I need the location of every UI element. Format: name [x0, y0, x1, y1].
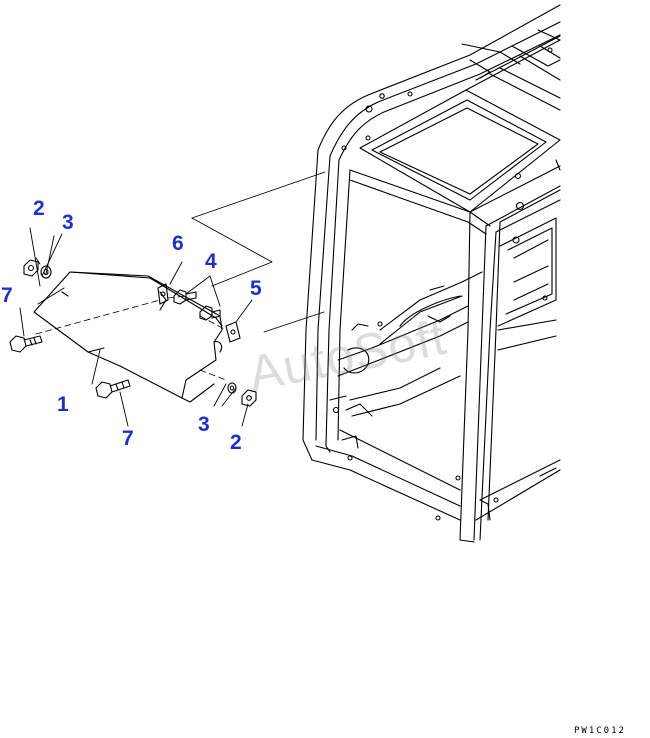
callout-3-upper: 3	[62, 211, 74, 234]
drawing-code: PW1C012	[574, 726, 626, 736]
callout-7-lower: 7	[122, 427, 134, 450]
frame-bolts	[334, 48, 553, 520]
leader-lines	[20, 172, 325, 426]
callout-4: 4	[205, 250, 217, 273]
washer-3-upper	[41, 266, 51, 278]
bolt-7-upper	[10, 336, 42, 352]
cover-panel	[34, 272, 222, 402]
callout-2-lower: 2	[230, 431, 242, 454]
nut-2-lower	[242, 390, 256, 406]
callout-7-upper: 7	[1, 284, 13, 307]
callout-1: 1	[57, 393, 69, 416]
callout-2-upper: 2	[33, 197, 45, 220]
washer-3-lower	[228, 383, 236, 393]
bolt-7-lower	[96, 380, 130, 398]
cab-frame	[303, 5, 560, 542]
bolts-4	[174, 290, 220, 320]
bracket-5	[226, 322, 240, 342]
callout-6: 6	[172, 232, 184, 255]
alignment-lines	[36, 296, 226, 380]
callout-3-lower: 3	[198, 413, 210, 436]
callout-5: 5	[250, 277, 262, 300]
nut-2-upper	[24, 260, 38, 276]
bracket-6	[158, 284, 168, 304]
